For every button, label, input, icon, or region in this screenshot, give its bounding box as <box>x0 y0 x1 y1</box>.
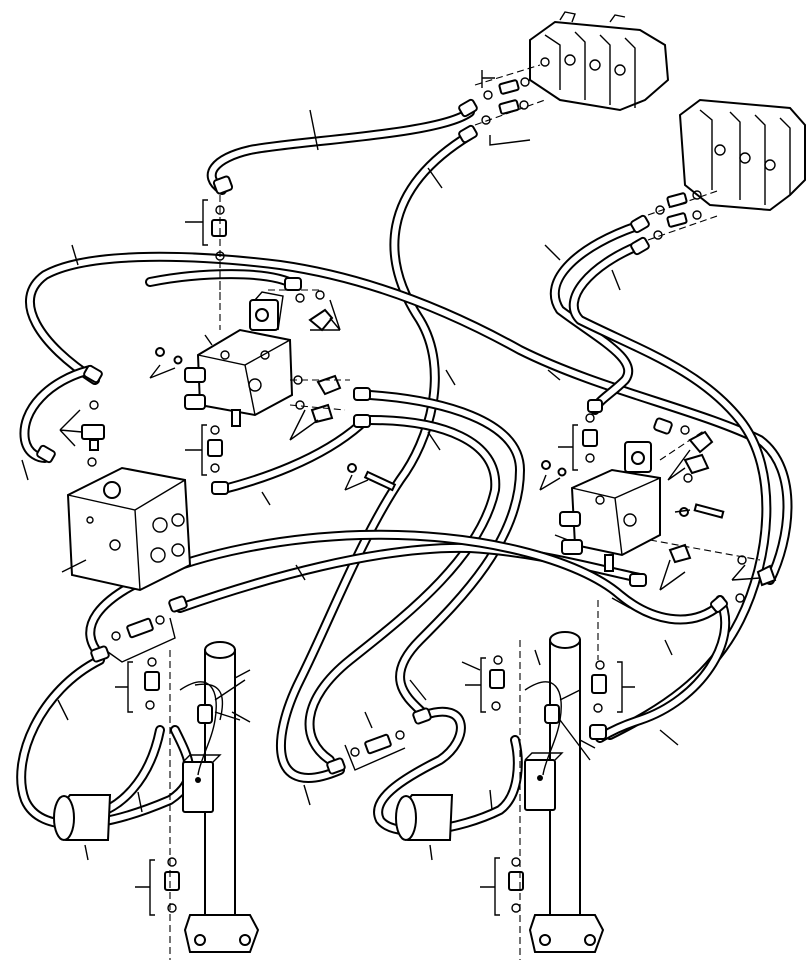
hose-left-drop <box>19 365 95 463</box>
fitting-stack-3 <box>558 399 603 471</box>
left-tee-fitting <box>59 400 105 467</box>
left-cylinder <box>169 641 260 960</box>
hose-right-upper <box>549 220 645 415</box>
right-control-valve <box>678 98 806 212</box>
callout-leaders <box>21 109 679 813</box>
fitting-stack-1 <box>185 195 227 330</box>
right-block-nuts <box>539 460 567 491</box>
hose-right-lower <box>595 595 731 743</box>
left-hose-ends <box>36 98 478 495</box>
fitting-stack-4 <box>589 600 635 740</box>
upper-valve-fittings <box>474 64 546 146</box>
center-valve-block <box>184 291 294 427</box>
center-block-nuts <box>149 347 183 379</box>
center-block-elbows <box>268 289 350 441</box>
right-block-elbows <box>649 425 777 603</box>
inline-couplers <box>90 214 728 775</box>
hose-center-cross-2 <box>85 529 725 660</box>
right-cylinder <box>519 631 605 960</box>
hose-right-cylinder <box>373 706 523 836</box>
fitting-stack-8 <box>480 857 524 916</box>
fitting-stack-5 <box>115 657 160 713</box>
right-valve-fittings <box>647 189 721 241</box>
hose-center-lower <box>215 420 365 495</box>
hose-upper-left-valve <box>145 269 300 290</box>
hose-left-loop <box>25 251 793 585</box>
right-cylinder-sleeve <box>395 794 454 861</box>
hose-top-left <box>206 107 475 195</box>
fitting-stack-7 <box>135 857 180 916</box>
fitting-stack-6 <box>465 655 505 713</box>
hose-middle-right-2 <box>304 415 501 765</box>
right-valve-block <box>559 441 661 572</box>
left-cylinder-sleeve <box>53 794 112 861</box>
upper-control-valve <box>529 11 670 112</box>
hose-top-center <box>275 130 475 783</box>
center-bolt <box>344 463 397 492</box>
manifold-block <box>66 466 192 592</box>
hose-center-cross <box>175 542 645 613</box>
fitting-stack-2 <box>185 424 223 476</box>
